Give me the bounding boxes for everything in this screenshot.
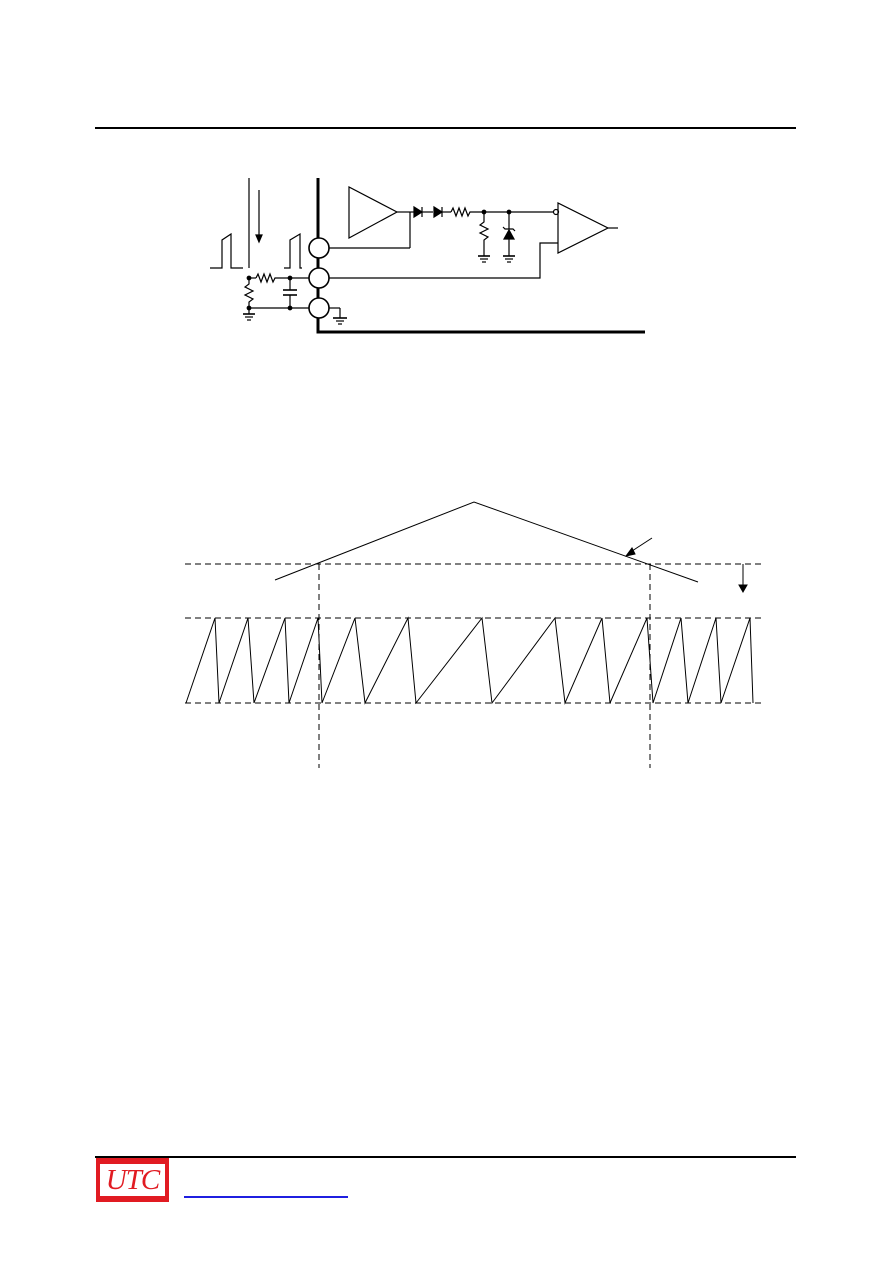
ground-symbol [329, 307, 347, 325]
utc-logo-text: UTC [105, 1164, 160, 1196]
resistor-series [450, 206, 484, 218]
circuit-diagram [210, 178, 645, 334]
input-pulse-2 [284, 232, 302, 269]
footer-link-underline[interactable] [184, 1196, 348, 1198]
zener-diode [502, 212, 516, 263]
header-rule [95, 127, 796, 129]
resistor-divider [243, 278, 255, 314]
ground-symbol [243, 313, 255, 321]
resistor-input [255, 272, 309, 284]
ground-symbol [478, 255, 490, 263]
utc-logo: UTC [96, 1158, 169, 1202]
input-pulse-1 [210, 232, 243, 269]
waveform-diagram [185, 501, 762, 768]
footer-rule [95, 1156, 796, 1158]
triangle-modulation-trace [274, 501, 699, 583]
resistor-shunt [478, 212, 490, 256]
comparator-1 [348, 186, 399, 240]
diode-2 [433, 205, 451, 219]
diode-1 [410, 205, 433, 219]
comparator-2 [557, 202, 610, 254]
sawtooth-trace [185, 616, 754, 705]
utc-logo-inner: UTC [100, 1164, 165, 1196]
ic-outline [316, 178, 645, 334]
